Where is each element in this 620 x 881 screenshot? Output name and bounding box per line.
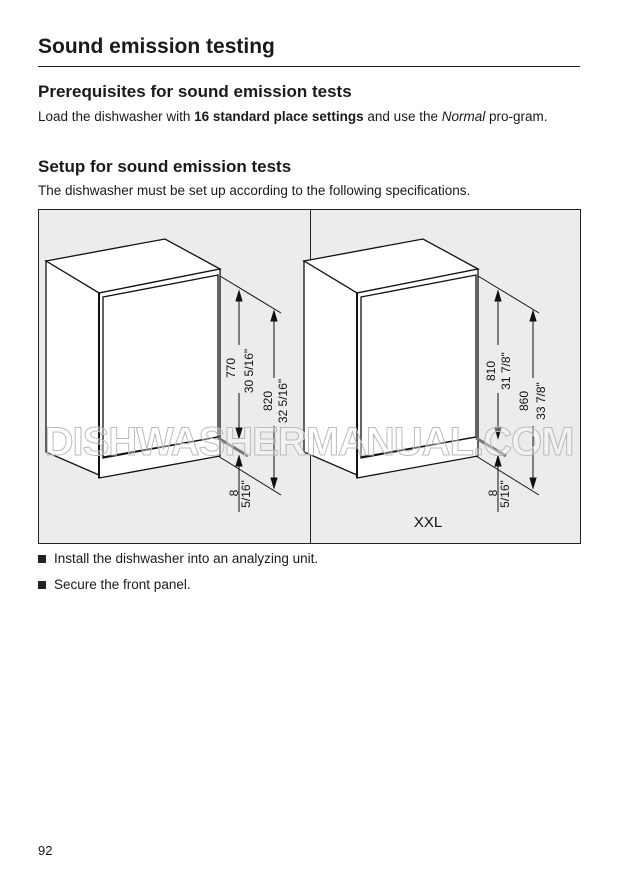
dimension-labels-right: 810 31 7/8" 860 33 7/8" 8 5/16" XXL bbox=[414, 345, 548, 531]
dim-860: 860 bbox=[517, 391, 531, 411]
bullet-item: Install the dishwasher into an analyzing… bbox=[38, 551, 318, 566]
setup-heading: Setup for sound emission tests bbox=[38, 157, 292, 176]
dim-8: 8 bbox=[227, 489, 241, 496]
dishwasher-left bbox=[44, 238, 222, 479]
dim-5-16: 5/16" bbox=[239, 480, 253, 508]
setup-text: The dishwasher must be set up according … bbox=[38, 183, 471, 198]
dim-31-7-8: 31 7/8" bbox=[499, 352, 513, 390]
page-number: 92 bbox=[38, 843, 53, 858]
dim-820: 820 bbox=[261, 391, 275, 411]
text: pro-gram. bbox=[485, 109, 548, 124]
dimension-lines-left bbox=[217, 275, 282, 512]
prereq-heading: Prerequisites for sound emission tests bbox=[38, 82, 352, 101]
bullet-item: Secure the front panel. bbox=[38, 577, 191, 592]
prereq-text: Load the dishwasher with 16 standard pla… bbox=[38, 107, 578, 127]
title-divider bbox=[38, 66, 580, 67]
page-title: Sound emission testing bbox=[38, 35, 275, 58]
dim-810: 810 bbox=[484, 361, 498, 381]
dim-33-7-8: 33 7/8" bbox=[534, 382, 548, 420]
bullet-icon bbox=[38, 581, 46, 589]
dim-32-5-16: 32 5/16" bbox=[276, 379, 290, 423]
watermark: DISHWASHERMANUAL.COM bbox=[45, 420, 574, 464]
text: and use the bbox=[363, 109, 442, 124]
bold-text: 16 standard place settings bbox=[194, 109, 364, 124]
dim-770: 770 bbox=[224, 358, 238, 378]
dishwasher-right bbox=[302, 238, 480, 479]
xxl-label: XXL bbox=[414, 514, 442, 531]
dim-30-5-16: 30 5/16" bbox=[242, 349, 256, 393]
bullet-text: Install the dishwasher into an analyzing… bbox=[54, 551, 319, 566]
dim-5-16: 5/16" bbox=[498, 480, 512, 508]
dim-8: 8 bbox=[486, 489, 500, 496]
italic-text: Normal bbox=[441, 109, 486, 124]
dimension-labels-left: 770 30 5/16" 820 32 5/16" 8 5/16" bbox=[224, 345, 290, 508]
bullet-text: Secure the front panel. bbox=[54, 577, 191, 592]
bullet-icon bbox=[38, 555, 46, 563]
text: Load the dishwasher with bbox=[38, 109, 195, 124]
